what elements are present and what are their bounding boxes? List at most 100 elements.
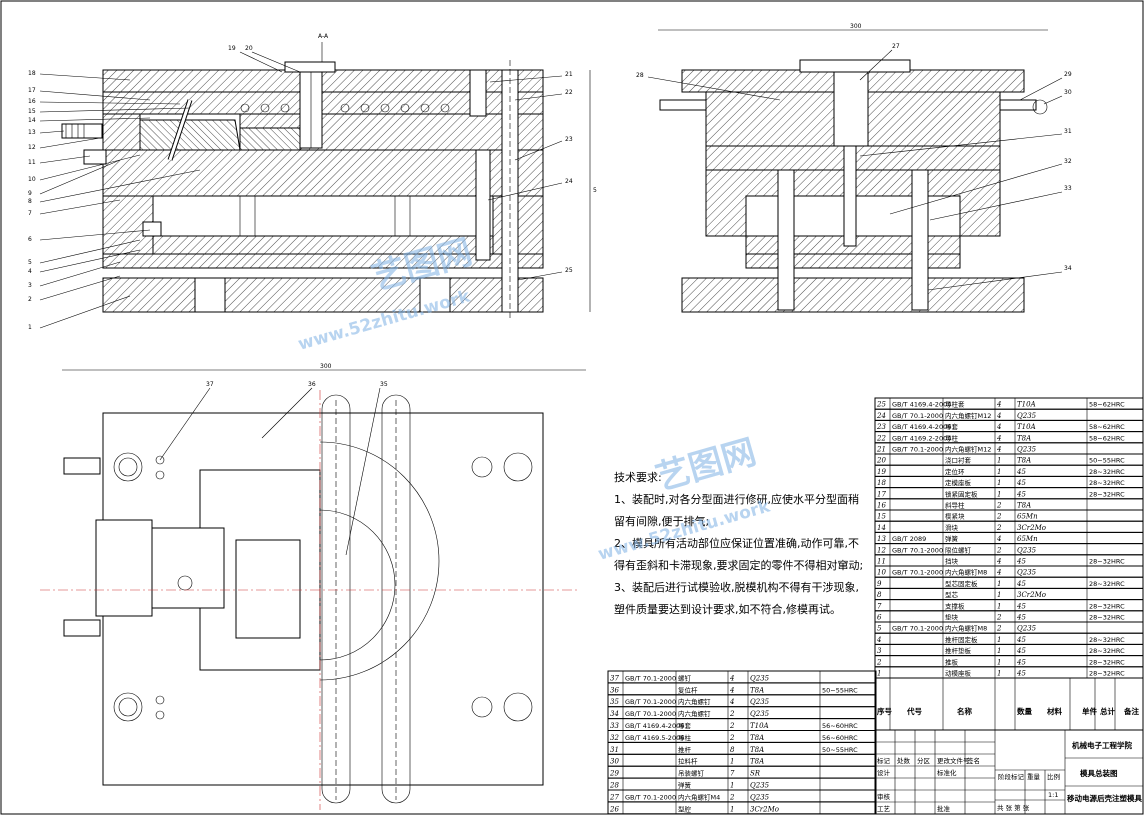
table-cell-qty: 2	[729, 710, 735, 718]
parts-table-header: 序号代号名称数量材料单件总计备注	[874, 677, 1144, 731]
table-cell-qty: 1	[997, 479, 1001, 487]
callout: 8	[28, 198, 32, 205]
table-cell-no: 23	[876, 423, 886, 431]
table-cell-name: 滑块	[945, 523, 959, 532]
table-cell-code: GB/T 4169.4-2006	[892, 401, 951, 409]
table-cell-mat: Q235	[1017, 569, 1037, 577]
section-label: A-A	[318, 33, 329, 40]
table-cell-name: 内六角螺钉M12	[945, 411, 991, 420]
table-cell-name: 限位螺钉	[945, 545, 972, 554]
callout: 33	[1064, 185, 1072, 192]
table-cell-note: 28~32HRC	[1089, 490, 1125, 498]
table-cell-name: 复位杆	[678, 685, 698, 694]
table-cell-qty: 4	[996, 558, 1001, 566]
table-cell-no: 19	[877, 468, 886, 476]
table-cell-qty: 2	[729, 722, 735, 730]
table-cell-no: 29	[609, 770, 619, 778]
table-cell-no: 11	[877, 558, 886, 566]
table-cell-no: 28	[609, 782, 619, 790]
table-cell-name: 内六角螺钉	[678, 709, 711, 718]
table-cell-no: 32	[610, 734, 619, 742]
table-cell-mat: T10A	[1017, 401, 1036, 409]
table-cell-no: 5	[877, 625, 882, 633]
table-cell-no: 27	[609, 793, 619, 801]
table-cell-mat: T8A	[1017, 457, 1031, 465]
tb-role: 工艺	[877, 805, 891, 813]
callout: 22	[565, 89, 573, 96]
table-cell-name: 型腔	[678, 804, 692, 813]
tb-row: 签名	[967, 756, 980, 765]
table-cell-qty: 8	[730, 746, 735, 754]
table-cell-mat: 65Mn	[1017, 535, 1038, 543]
table-cell-name: 推板	[945, 657, 959, 666]
table-cell-mat: T8A	[750, 686, 764, 694]
callout: 4	[28, 268, 32, 275]
table-cell-name: 内六角螺钉	[678, 697, 711, 706]
table-cell-name: 支撑板	[945, 601, 965, 610]
table-cell-name: 内六角螺钉M4	[678, 792, 720, 801]
table-cell-name: 螺钉	[678, 673, 692, 682]
table-cell-mat: 45	[1016, 479, 1026, 487]
table-cell-mat: 45	[1016, 670, 1026, 678]
table-cell-qty: 1	[730, 782, 734, 790]
table-cell-mat: 3Cr2Mo	[750, 805, 779, 813]
tb-weight: 重量	[1027, 773, 1041, 781]
side-section-view: 300 27 28 29 30 31 32 33 34	[636, 23, 1072, 313]
table-header-mat: 材料	[1047, 706, 1063, 716]
drawing-name: 模具总装图	[1080, 768, 1118, 778]
table-cell-qty: 4	[996, 423, 1001, 431]
tb-sheet: 共 张 第 张	[997, 803, 1030, 812]
svg-text:300: 300	[850, 23, 862, 30]
table-cell-no: 7	[877, 602, 882, 610]
table-cell-name: 导套	[945, 422, 959, 431]
table-cell-mat: Q235	[1017, 446, 1037, 454]
table-cell-code: GB/T 2089	[892, 535, 926, 543]
table-cell-qty: 2	[729, 734, 735, 742]
table-cell-name: 斜导柱	[945, 501, 965, 510]
table-cell-mat: 45	[1016, 647, 1026, 655]
table-cell-qty: 1	[997, 468, 1001, 476]
table-cell-qty: 1	[997, 647, 1001, 655]
table-cell-mat: Q235	[750, 674, 770, 682]
table-cell-qty: 2	[996, 614, 1002, 622]
table-cell-note: 28~32HRC	[1089, 479, 1125, 487]
table-cell-code: GB/T 4169.4-2006	[625, 722, 684, 730]
table-cell-code: GB/T 70.1-2000	[892, 546, 943, 554]
table-cell-qty: 7	[730, 770, 735, 778]
table-header-qty: 数量	[1017, 706, 1033, 716]
table-cell-mat: T10A	[750, 722, 769, 730]
tb-role: 设计	[877, 768, 891, 777]
table-cell-name: 导套	[678, 721, 692, 730]
table-cell-mat: T8A	[750, 758, 764, 766]
table-cell-name: 内六角螺钉M8	[945, 568, 987, 577]
table-cell-code: GB/T 70.1-2000	[892, 569, 943, 577]
table-cell-name: 推杆	[678, 745, 692, 754]
table-cell-no: 25	[876, 401, 886, 409]
table-cell-note: 28~32HRC	[1089, 558, 1125, 566]
table-cell-code: GB/T 4169.5-2006	[625, 734, 684, 742]
tb-row: 标记	[877, 756, 891, 765]
callout: 15	[28, 108, 36, 115]
callout: 32	[1064, 158, 1072, 165]
table-header-name: 名称	[957, 706, 972, 716]
table-cell-name: 浇口衬套	[945, 456, 972, 465]
table-cell-name: 挡块	[945, 557, 959, 566]
table-cell-qty: 1	[997, 457, 1001, 465]
table-cell-no: 13	[877, 535, 886, 543]
table-cell-mat: Q235	[1017, 546, 1037, 554]
